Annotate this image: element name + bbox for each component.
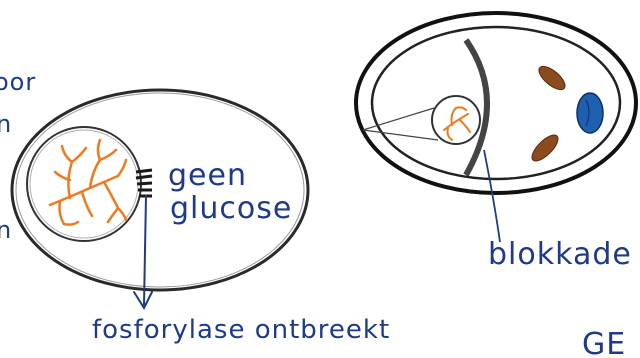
left-vesicle [27, 127, 141, 241]
left-vesicle-outline [30, 130, 138, 238]
right-cell [356, 13, 636, 242]
label-edge-3: n [0, 216, 12, 244]
blockade-pointer [484, 150, 500, 242]
organelle-brown-top [535, 62, 569, 93]
left-block-marker [136, 170, 152, 196]
label-edge-1: oor [0, 68, 36, 96]
label-blokkade: blokkade [488, 237, 632, 272]
label-fosforylase: fosforylase ontbreekt [92, 315, 390, 345]
label-geen: geen [168, 158, 247, 193]
glycogen-icon [50, 140, 126, 225]
left-cell-membrane [12, 90, 308, 290]
organelle-brown-bottom [528, 131, 562, 165]
label-corner: GE [582, 327, 626, 358]
label-edge-2: n [0, 110, 12, 138]
glycogen-small-icon [444, 107, 470, 140]
left-cell-inner-outline [16, 93, 304, 287]
right-vesicle [432, 96, 480, 144]
organelle-blue [577, 93, 603, 133]
label-glucose: glucose [170, 191, 292, 226]
